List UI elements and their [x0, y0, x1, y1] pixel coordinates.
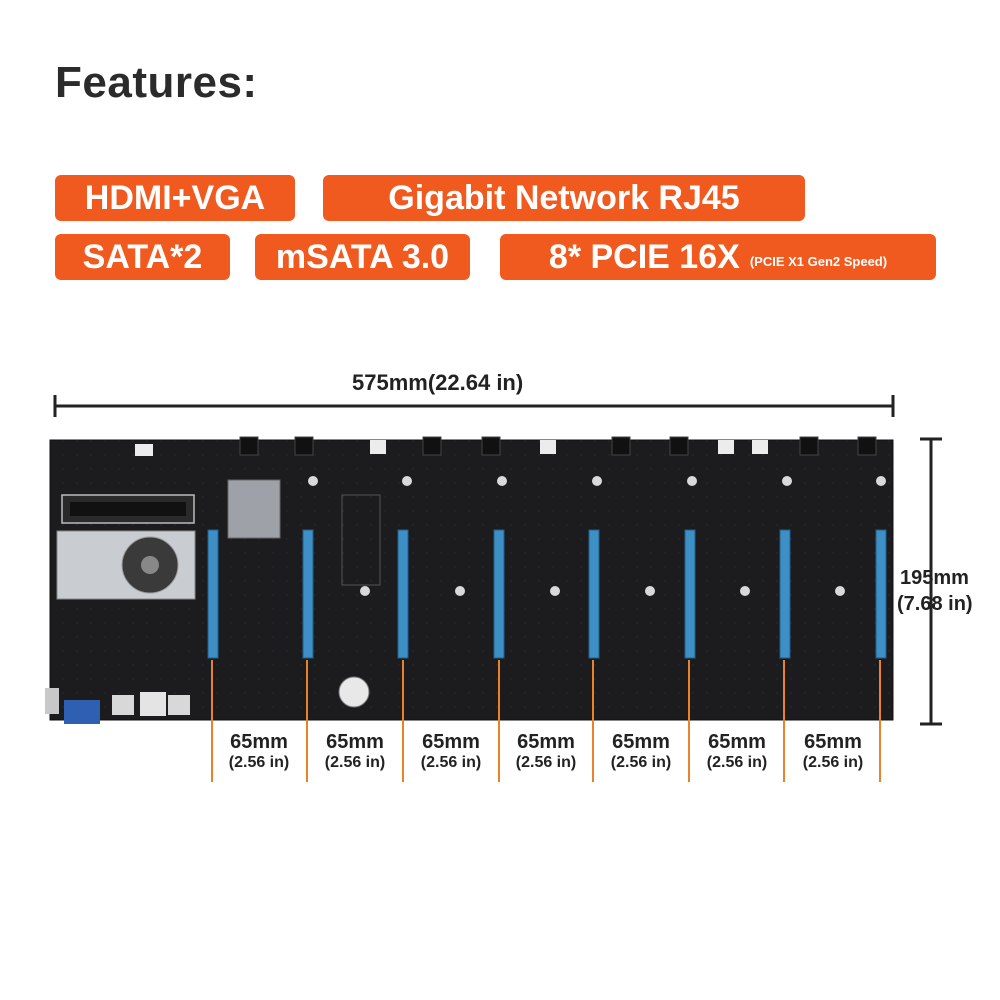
- height-dimension-mm: 195mm: [900, 567, 969, 589]
- feature-label: 8* PCIE 16X: [548, 237, 740, 276]
- feature-label: Gigabit Network RJ45: [388, 178, 740, 217]
- spacing-mm: 65mm: [804, 731, 862, 753]
- spacing-mm: 65mm: [326, 731, 384, 753]
- spacing-in: (2.56 in): [228, 754, 290, 771]
- pcie-slot: [302, 529, 314, 659]
- feature-label: HDMI+VGA: [84, 178, 266, 217]
- spacing-in: (2.56 in): [324, 754, 386, 771]
- pcie-slot: [397, 529, 409, 659]
- slot-spacing-label: 65mm (2.56 in): [788, 731, 878, 772]
- slot-guide-lines: [211, 660, 881, 782]
- pcie-slot: [684, 529, 696, 659]
- pcie-slot: [875, 529, 887, 659]
- slot-spacing-label: 65mm (2.56 in): [310, 731, 400, 772]
- spacing-in: (2.56 in): [420, 754, 482, 771]
- feature-badge-msata: mSATA 3.0: [255, 234, 470, 280]
- spacing-in: (2.56 in): [515, 754, 577, 771]
- height-dimension-in: (7.68 in): [897, 593, 973, 615]
- vga-port: [64, 700, 100, 724]
- spacing-mm: 65mm: [422, 731, 480, 753]
- feature-badge-hdmi-vga: HDMI+VGA: [55, 175, 295, 221]
- spacing-in: (2.56 in): [706, 754, 768, 771]
- spacing-in: (2.56 in): [610, 754, 672, 771]
- pcie-slot: [493, 529, 505, 659]
- pcie-slot: [779, 529, 791, 659]
- pcie-slots: [207, 529, 887, 659]
- spacing-mm: 65mm: [230, 731, 288, 753]
- chipset-heatsink: [227, 479, 281, 539]
- spacing-in: (2.56 in): [802, 754, 864, 771]
- slot-spacing-label: 65mm (2.56 in): [214, 731, 304, 772]
- feature-badge-pcie: 8* PCIE 16X (PCIE X1 Gen2 Speed): [500, 234, 936, 280]
- spacing-mm: 65mm: [517, 731, 575, 753]
- feature-label: mSATA 3.0: [275, 237, 450, 276]
- spacing-mm: 65mm: [708, 731, 766, 753]
- slot-spacing-label: 65mm (2.56 in): [596, 731, 686, 772]
- slot-spacing-label: 65mm (2.56 in): [501, 731, 591, 772]
- usb-port: [168, 695, 190, 715]
- feature-note: (PCIE X1 Gen2 Speed): [749, 253, 888, 269]
- slot-spacing-label: 65mm (2.56 in): [692, 731, 782, 772]
- usb-port: [112, 695, 134, 715]
- features-title: Features:: [55, 58, 258, 107]
- feature-label: SATA*2: [82, 237, 203, 276]
- pcie-slot: [207, 529, 219, 659]
- rj45-port: [140, 692, 166, 716]
- msata-slot: [341, 494, 381, 586]
- feature-badge-sata: SATA*2: [55, 234, 230, 280]
- feature-badge-network: Gigabit Network RJ45: [323, 175, 805, 221]
- slot-spacing-label: 65mm (2.56 in): [406, 731, 496, 772]
- width-dimension-label: 575mm(22.64 in): [352, 370, 524, 395]
- pcie-slot: [588, 529, 600, 659]
- cmos-battery: [338, 676, 370, 708]
- spacing-mm: 65mm: [612, 731, 670, 753]
